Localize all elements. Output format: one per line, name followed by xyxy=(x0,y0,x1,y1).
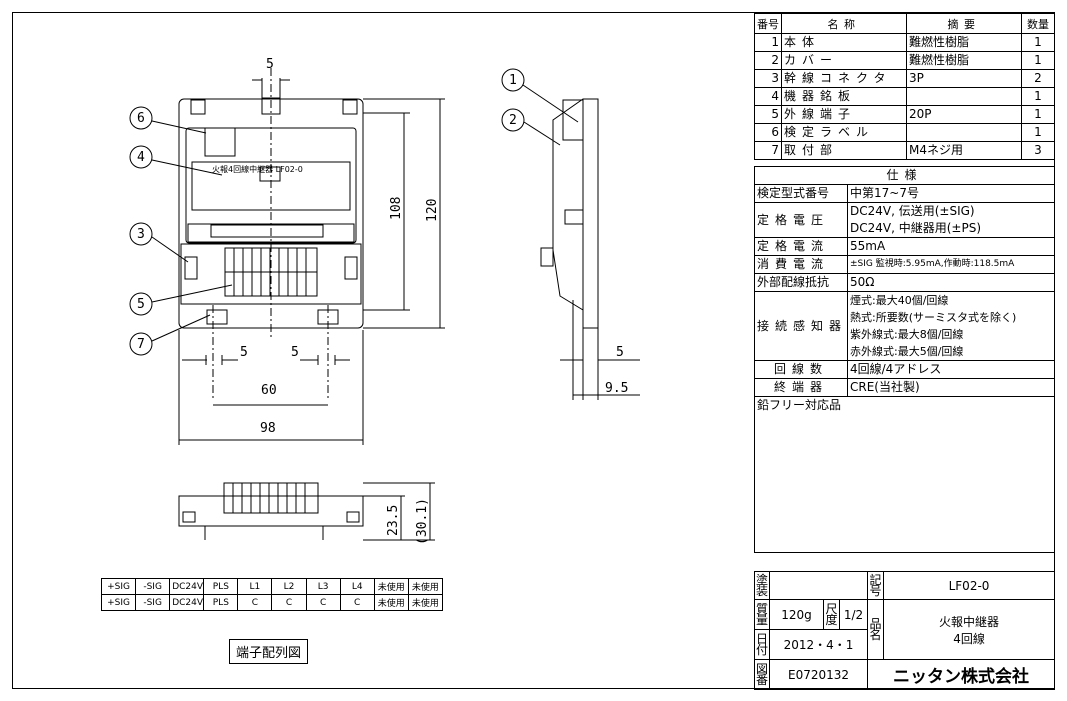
title-block: 塗装 記号 LF02-0 質量 120g 尺度 1/2 品名 火報中継器 4回線… xyxy=(754,571,1056,690)
bottom-view xyxy=(178,482,435,541)
terminal-table: +SIG -SIG DC24V PLS L1 L2 L3 L4 未使用 未使用 … xyxy=(100,578,444,611)
table-row: 定格電流 55mA xyxy=(754,237,1056,256)
callout-7: 7 xyxy=(137,337,145,352)
plate-text: 火報4回線中継器 LF02-0 xyxy=(212,164,303,174)
callout-6: 6 xyxy=(137,111,145,126)
dim-side-9-5: 9.5 xyxy=(605,381,628,396)
bottom-tab-left xyxy=(182,511,196,523)
side-mid-tab xyxy=(564,209,584,225)
name-plate xyxy=(191,161,351,211)
dim-23-5: 23.5 xyxy=(386,505,401,536)
table-row: 2 カバー 難燃性樹脂 1 xyxy=(754,51,1055,70)
model-number: LF02-0 xyxy=(883,571,1056,600)
table-row: 7 取付部 M4ネジ用 3 xyxy=(754,141,1055,160)
date: 2012・4・1 xyxy=(768,629,869,660)
side-outline xyxy=(552,98,599,329)
weight: 120g xyxy=(769,599,824,630)
parts-header-summary: 摘要 xyxy=(906,13,1022,34)
dim-98: 98 xyxy=(260,421,276,436)
front-view xyxy=(129,68,579,445)
parts-header-no: 番号 xyxy=(754,13,782,34)
parts-header-name: 名称 xyxy=(781,13,907,34)
cert-label xyxy=(204,127,236,157)
mount-slot-top xyxy=(261,97,281,115)
dim-108: 108 xyxy=(389,197,404,220)
plate-logo xyxy=(259,166,281,182)
bottom-outline xyxy=(178,495,364,527)
connector-strip xyxy=(210,224,324,238)
terminal-caption: 端子配列図 xyxy=(229,639,309,664)
table-row: 5 外線端子 20P 1 xyxy=(754,105,1055,124)
callout-3: 3 xyxy=(137,227,145,242)
table-row: 接続感知器 煙式:最大40個/回線 熱式:所要数(サーミスタ式を除く) 紫外線式… xyxy=(754,291,1056,361)
bottom-tab-right xyxy=(346,511,360,523)
product-name: 火報中継器 4回線 xyxy=(883,599,1056,660)
parts-list: 番号 名称 摘要 数量 1 本体 難燃性樹脂 1 2 カバー 難燃性樹脂 1 3… xyxy=(754,13,1055,160)
side-connector xyxy=(540,247,554,267)
table-row: 6 検定ラベル 1 xyxy=(754,123,1055,142)
parts-header-row: 番号 名称 摘要 数量 xyxy=(754,13,1055,34)
parts-header-qty: 数量 xyxy=(1021,13,1055,34)
table-row: +SIG -SIG DC24V PLS L1 L2 L3 L4 未使用 未使用 xyxy=(100,578,444,595)
dim-120: 120 xyxy=(425,199,440,222)
table-row: 消費電流 ±SIG 監視時:5.95mA,作動時:118.5mA xyxy=(754,255,1056,274)
table-row: 定格電圧 DC24V, 伝送用(±SIG)DC24V, 中継器用(±PS) xyxy=(754,202,1056,238)
company-logo: ニッタン株式会社 xyxy=(867,659,1056,690)
table-row: 検定型式番号 中第17~7号 xyxy=(754,184,1056,203)
dim-30-1: (30.1) xyxy=(415,498,430,545)
scale: 1/2 xyxy=(838,599,869,630)
mount-slot-left xyxy=(206,309,228,325)
callout-2: 2 xyxy=(509,113,517,128)
side-view xyxy=(540,98,640,400)
table-row: 3 幹線コネクタ 3P 2 xyxy=(754,69,1055,88)
table-row: 回線数 4回線/4アドレス xyxy=(754,360,1056,379)
dim-side-5: 5 xyxy=(616,345,624,360)
callout-5: 5 xyxy=(137,297,145,312)
dim-5b: 5 xyxy=(291,345,299,360)
top-tab-right xyxy=(342,99,358,115)
callout-4: 4 xyxy=(137,150,145,165)
trunk-connector-left xyxy=(184,256,198,280)
dim-60: 60 xyxy=(261,383,277,398)
table-row: 外部配線抵抗 50Ω xyxy=(754,273,1056,292)
table-row: +SIG -SIG DC24V PLS C C C C 未使用 未使用 xyxy=(100,594,444,611)
top-tab-left xyxy=(190,99,206,115)
table-row: 4 機器銘板 1 xyxy=(754,87,1055,106)
spec-table: 仕様 検定型式番号 中第17~7号 定格電圧 DC24V, 伝送用(±SIG)D… xyxy=(753,166,1056,553)
table-row: 1 本体 難燃性樹脂 1 xyxy=(754,33,1055,52)
table-row: 終端器 CRE(当社製) xyxy=(754,378,1056,397)
spec-header: 仕様 xyxy=(753,166,1056,185)
bottom-terminal xyxy=(223,482,319,514)
trunk-connector-right xyxy=(344,256,358,280)
callout-1: 1 xyxy=(509,73,517,88)
dim-top: 5 xyxy=(266,57,274,72)
dim-5a: 5 xyxy=(240,345,248,360)
drawing-number: E0720132 xyxy=(768,659,869,690)
table-row: 鉛フリー対応品 xyxy=(753,396,1056,553)
